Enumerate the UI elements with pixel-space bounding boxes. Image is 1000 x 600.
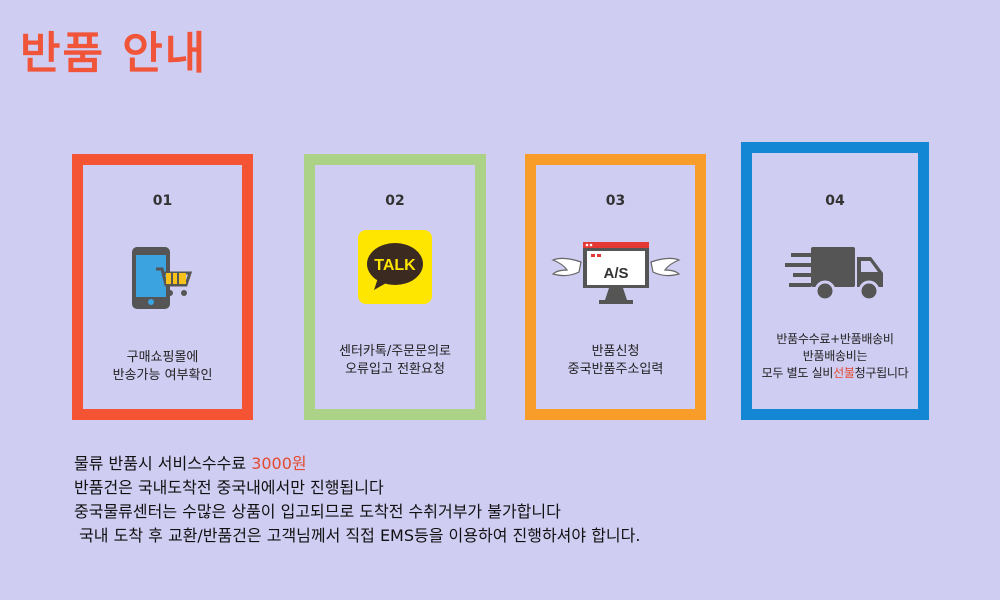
step-line-text: 청구됩니다 <box>854 366 909 380</box>
step-number: 03 <box>605 193 626 209</box>
step-number: 01 <box>152 193 173 209</box>
note-text: 물류 반품시 서비스수수료 <box>74 454 252 473</box>
step-card-1: 01 구매쇼핑몰에 반송가능 여부확인 <box>72 154 253 420</box>
step-card-2: 02 TALK 센터카톡/주문문의로 오류입고 전환요청 <box>304 154 486 420</box>
step-line: 반품수수료+반품배송비 <box>776 332 894 346</box>
fee-highlight: 3000원 <box>251 454 307 473</box>
step-description: 반품수수료+반품배송비 반품배송비는 모두 별도 실비선불청구됩니다 <box>752 331 918 382</box>
svg-text:TALK: TALK <box>374 257 416 274</box>
step-card-3: 03 A/S 반품신청 중국반품주소입력 <box>525 154 706 420</box>
step-line: 센터카톡/주문문의로 <box>338 344 452 359</box>
as-monitor-icon: A/S <box>550 240 681 310</box>
step-line: 중국반품주소입력 <box>567 362 664 377</box>
step-number: 04 <box>825 193 845 209</box>
note-line-1: 물류 반품시 서비스수수료 3000원 <box>74 452 640 476</box>
kakao-talk-icon: TALK <box>358 230 432 308</box>
step-description: 구매쇼핑몰에 반송가능 여부확인 <box>83 349 242 385</box>
step-line: 오류입고 전환요청 <box>345 362 445 377</box>
shopping-phone-icon <box>128 245 198 315</box>
step-line: 반품배송비는 <box>802 349 868 363</box>
step-line: 반송가능 여부확인 <box>112 368 213 383</box>
svg-text:A/S: A/S <box>603 265 628 282</box>
prepaid-highlight: 선불 <box>833 366 855 380</box>
delivery-truck-icon <box>785 243 885 307</box>
note-line-2: 반품건은 국내도착전 중국내에서만 진행됩니다 <box>74 478 384 497</box>
page-title: 반품 안내 <box>20 28 208 79</box>
step-description: 센터카톡/주문문의로 오류입고 전환요청 <box>315 343 475 379</box>
step-line: 구매쇼핑몰에 <box>126 350 199 365</box>
note-line-4: 국내 도착 후 교환/반품건은 고객님께서 직접 EMS등을 이용하여 진행하셔… <box>74 526 641 545</box>
note-line-3: 중국물류센터는 수많은 상품이 입고되므로 도착전 수취거부가 불가합니다 <box>74 502 561 521</box>
step-number: 02 <box>385 193 405 209</box>
step-card-4: 04 반품수수료+반품배송비 반품배송비는 모두 별도 실비선불청구됩니다 <box>741 142 929 420</box>
step-description: 반품신청 중국반품주소입력 <box>536 343 695 379</box>
step-line: 반품신청 <box>591 344 640 359</box>
step-line: 모두 별도 실비선불청구됩니다 <box>752 365 918 382</box>
return-notes: 물류 반품시 서비스수수료 3000원 반품건은 국내도착전 중국내에서만 진행… <box>74 452 640 548</box>
step-line-text: 모두 별도 실비 <box>761 366 834 380</box>
